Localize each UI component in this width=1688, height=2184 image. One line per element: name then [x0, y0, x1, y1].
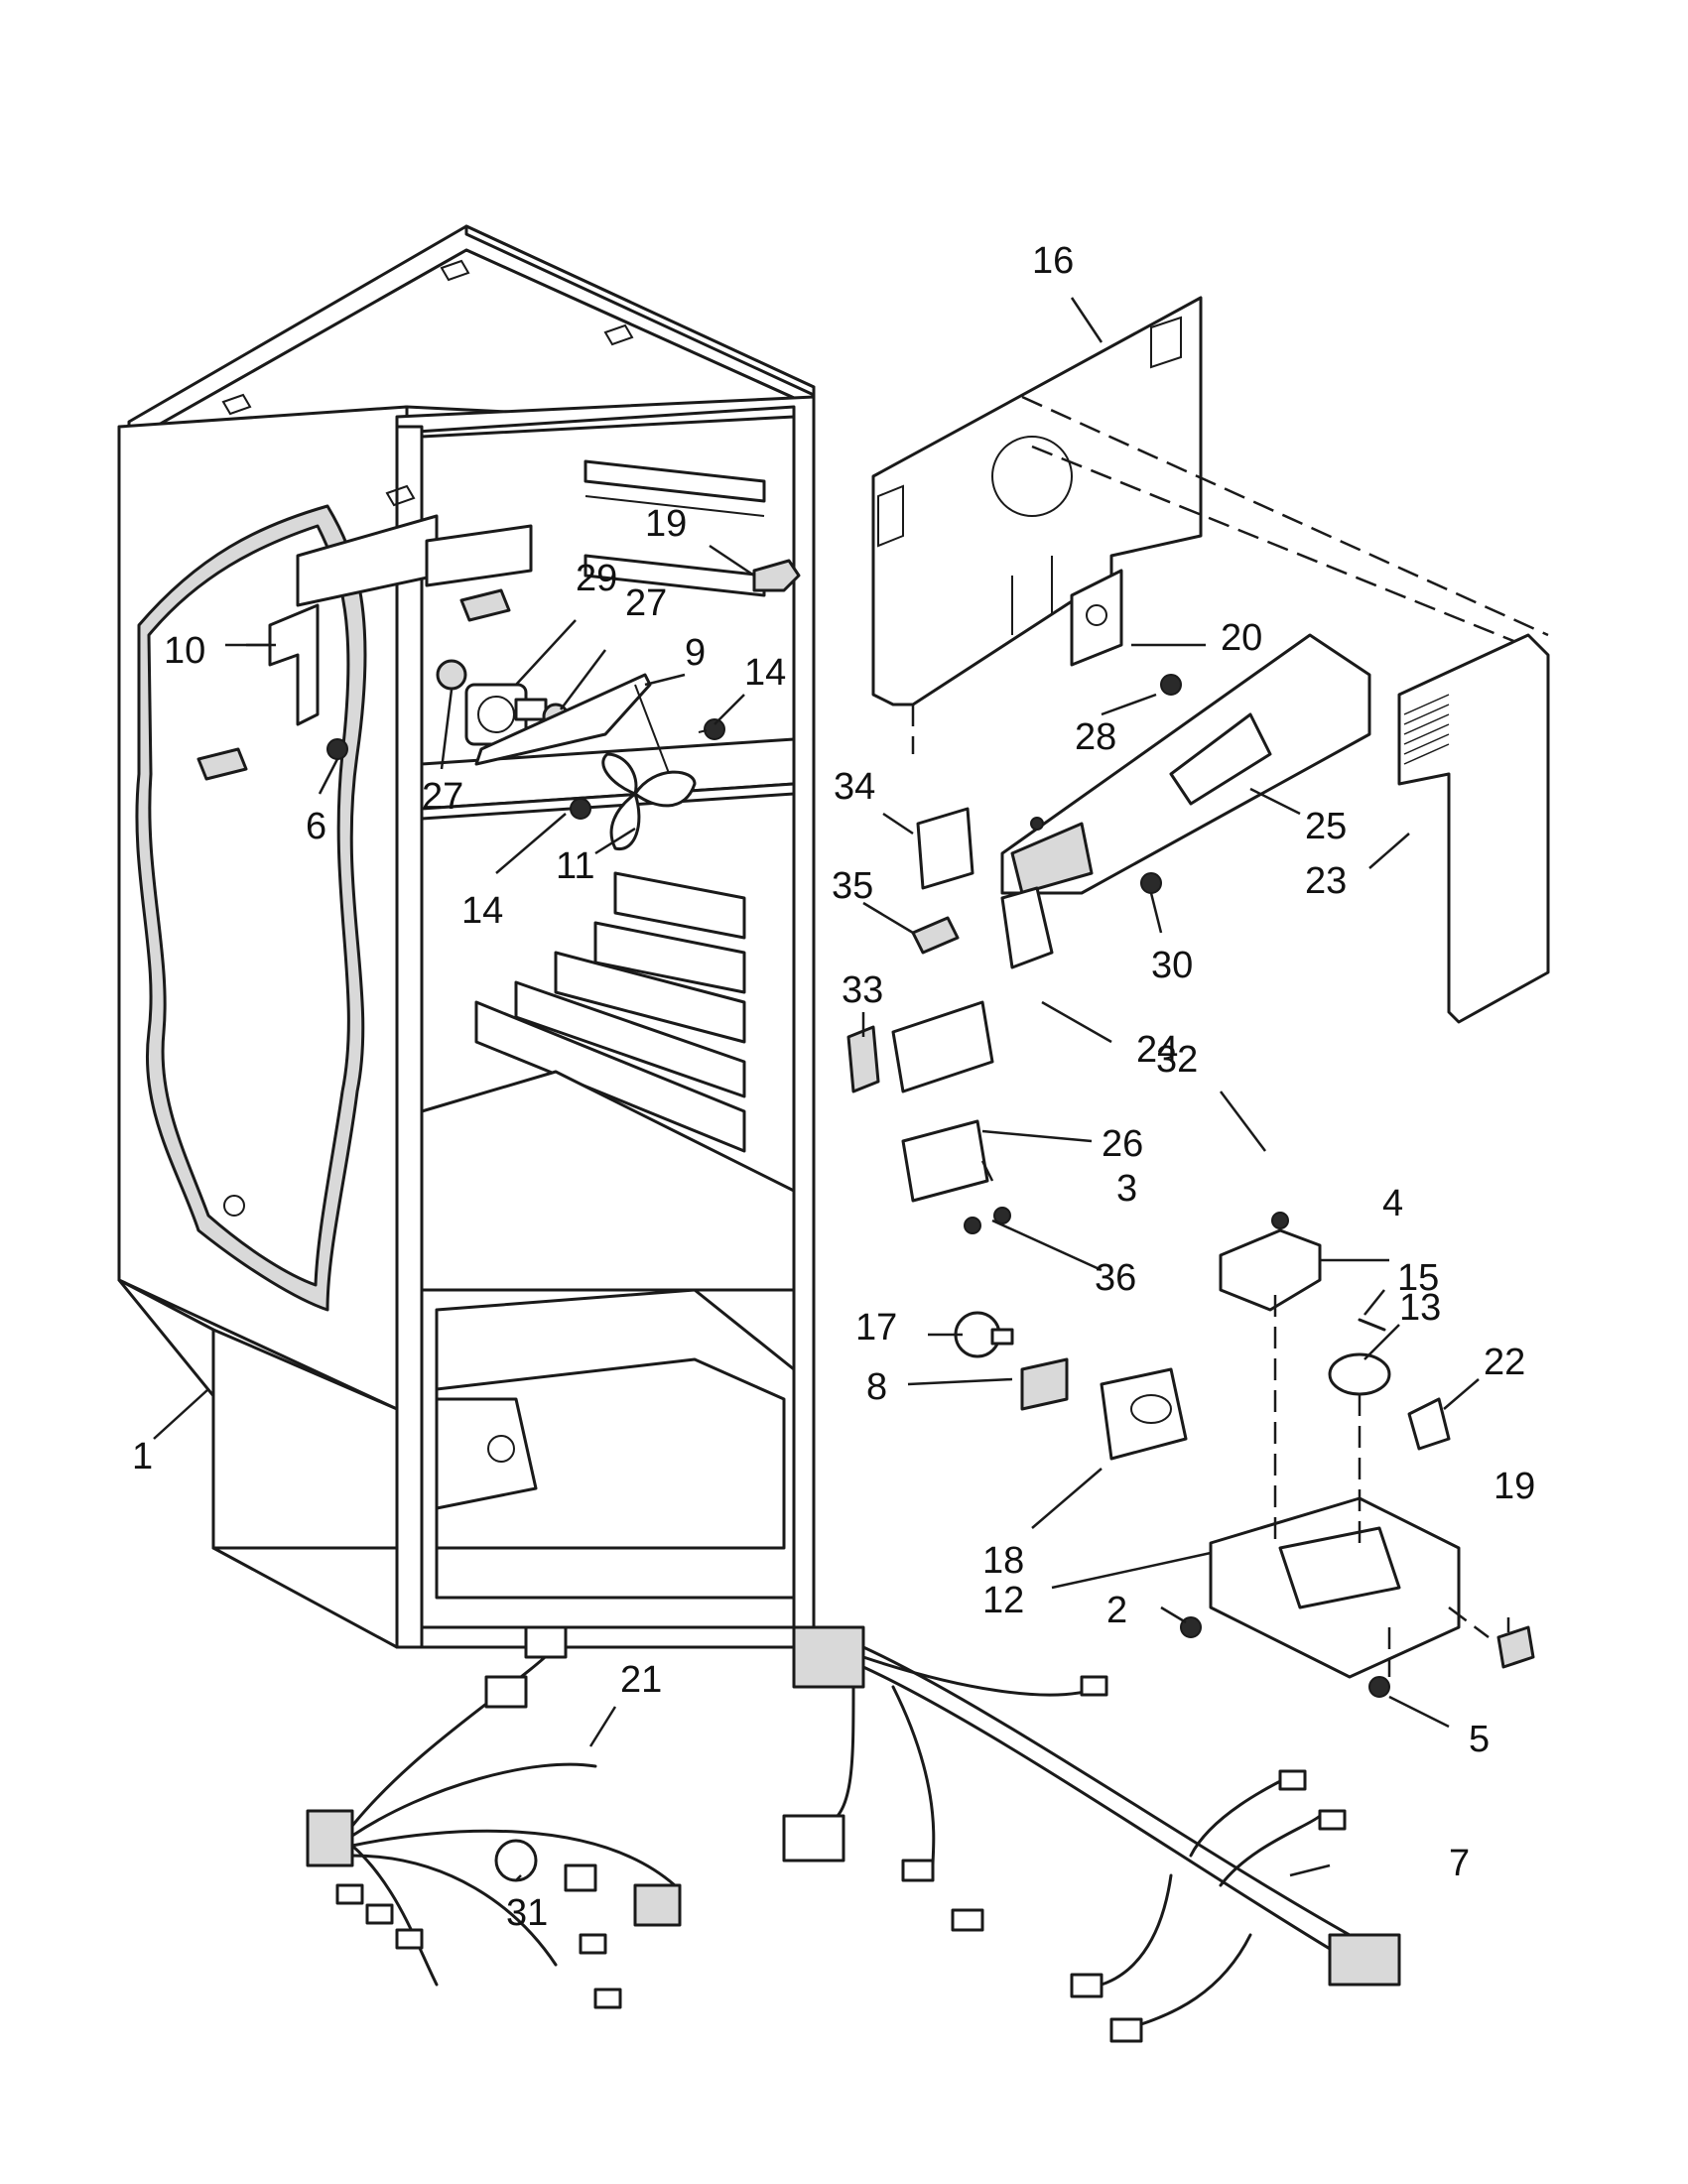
screws — [1140, 674, 1390, 1698]
callout-22: 22 — [1484, 1342, 1525, 1383]
rear-panel — [871, 296, 1549, 754]
cabinet-liner — [117, 224, 816, 1649]
callout-19b: 19 — [1493, 1466, 1535, 1507]
air-duct — [1000, 633, 1371, 895]
callout-10: 10 — [164, 630, 205, 672]
callout-21: 21 — [620, 1659, 662, 1701]
wire-harness-21 — [306, 1625, 682, 2009]
callout-19a: 19 — [645, 503, 687, 545]
callout-32: 32 — [1156, 1039, 1198, 1081]
callout-25: 25 — [1305, 806, 1347, 847]
callout-12: 12 — [982, 1580, 1024, 1621]
wire-harness-7 — [782, 1625, 1401, 2043]
callout-26: 26 — [1102, 1123, 1143, 1165]
callout-13: 13 — [1399, 1287, 1441, 1329]
callout-6: 6 — [306, 806, 326, 847]
callout-27b: 27 — [625, 582, 667, 624]
light-socket-assembly — [846, 807, 1054, 1234]
callout-17: 17 — [855, 1307, 897, 1349]
callout-35: 35 — [832, 865, 873, 907]
callout-31: 31 — [506, 1892, 548, 1934]
callout-7: 7 — [1449, 1843, 1470, 1884]
callout-16: 16 — [1032, 240, 1074, 282]
callout-1: 1 — [132, 1436, 153, 1477]
callout-3: 3 — [1116, 1168, 1137, 1210]
callout-8: 8 — [866, 1366, 887, 1408]
control-bracket-assembly — [246, 514, 725, 850]
callout-23: 23 — [1305, 860, 1347, 902]
bulb-and-housing — [954, 1311, 1188, 1461]
callout-5: 5 — [1469, 1719, 1490, 1760]
callout-34: 34 — [834, 766, 875, 808]
callout-2: 2 — [1106, 1590, 1127, 1631]
callout-14b: 14 — [461, 890, 503, 932]
callout-18: 18 — [982, 1540, 1024, 1582]
callout-30: 30 — [1151, 945, 1193, 986]
callout-24: 24 — [1136, 1029, 1178, 1071]
callout-labels: 1 2 3 4 5 6 7 8 9 10 11 12 13 14 14 15 1… — [132, 240, 1535, 1934]
callout-33: 33 — [842, 969, 883, 1011]
callout-14a: 14 — [744, 652, 786, 694]
callout-4: 4 — [1382, 1183, 1403, 1224]
callout-9: 9 — [685, 632, 706, 674]
callout-28: 28 — [1075, 716, 1116, 758]
callout-20: 20 — [1221, 617, 1262, 659]
callout-27a: 27 — [422, 776, 463, 818]
callout-29: 29 — [576, 558, 617, 599]
callout-11: 11 — [556, 845, 594, 887]
control-board-housing — [1209, 1228, 1535, 1679]
callout-15: 15 — [1397, 1257, 1439, 1299]
part-23-cover — [1397, 633, 1550, 1024]
part-19-clip-top — [752, 559, 801, 592]
leader-lines — [153, 297, 1510, 1881]
callout-36: 36 — [1095, 1257, 1136, 1299]
